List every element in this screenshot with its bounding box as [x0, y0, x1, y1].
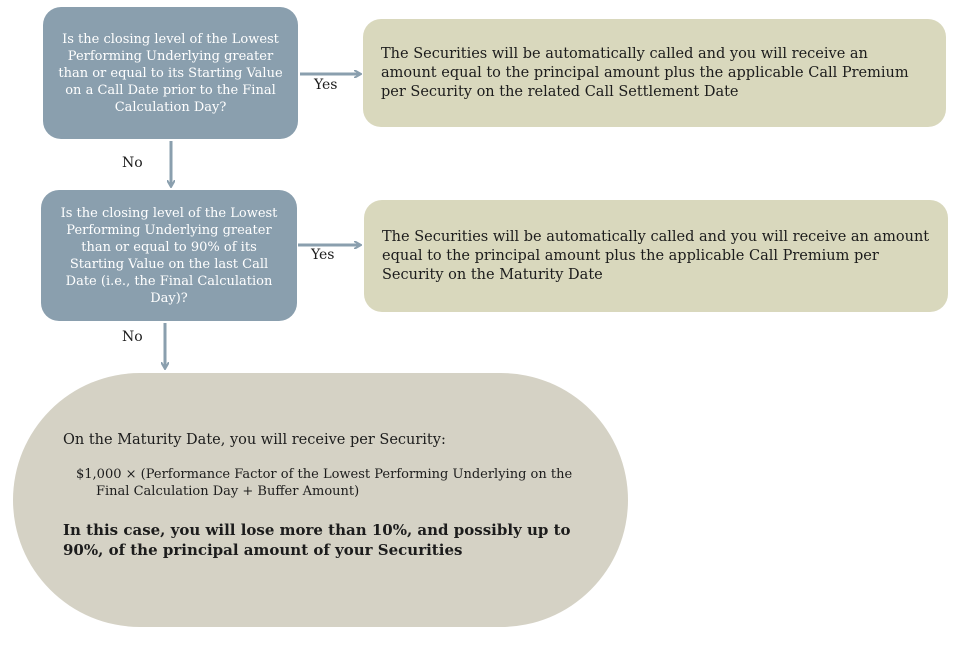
yes-label-2: Yes	[311, 247, 335, 263]
formula-line-1: $1,000 × (Performance Factor of the Lowe…	[76, 467, 573, 482]
no-label-1: No	[122, 155, 143, 171]
question-1-text: Is the closing level of the Lowest Perfo…	[58, 31, 283, 115]
answer-box-1: The Securities will be automatically cal…	[363, 19, 946, 127]
question-2-text: Is the closing level of the Lowest Perfo…	[60, 205, 278, 306]
answer-2-text: The Securities will be automatically cal…	[382, 228, 930, 283]
final-outcome-box: On the Maturity Date, you will receive p…	[13, 373, 628, 627]
question-box-1: Is the closing level of the Lowest Perfo…	[43, 7, 298, 139]
formula-line-2: Final Calculation Day + Buffer Amount)	[96, 484, 360, 499]
no-label-2: No	[122, 329, 143, 345]
payout-formula: $1,000 × (Performance Factor of the Lowe…	[63, 466, 588, 500]
loss-warning-text: In this case, you will lose more than 10…	[63, 521, 571, 559]
final-intro-text: On the Maturity Date, you will receive p…	[63, 432, 446, 448]
yes-label-1: Yes	[314, 77, 338, 93]
answer-1-text: The Securities will be automatically cal…	[381, 45, 909, 100]
question-box-2: Is the closing level of the Lowest Perfo…	[41, 190, 297, 321]
answer-box-2: The Securities will be automatically cal…	[364, 200, 948, 312]
